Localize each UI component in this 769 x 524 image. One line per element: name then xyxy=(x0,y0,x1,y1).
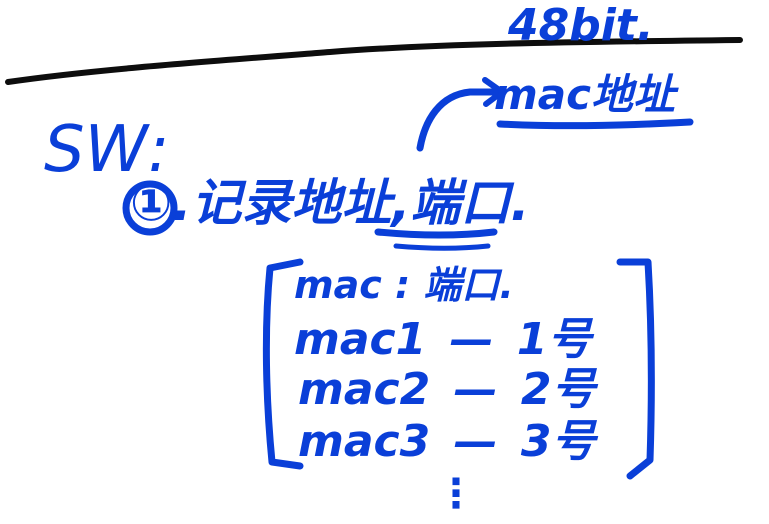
table-header: mac : 端口. xyxy=(294,263,514,307)
mac-value: mac3 xyxy=(298,416,431,467)
table-row: mac1 — 1号 xyxy=(294,318,592,362)
mac-address-underline xyxy=(496,118,694,130)
mac-address-label: mac地址 xyxy=(494,70,676,119)
continuation-dots: ⋮ xyxy=(436,471,476,517)
dash-separator: — xyxy=(453,416,498,467)
arrow-stroke xyxy=(416,88,504,152)
address-underline xyxy=(374,228,498,239)
divider-line xyxy=(5,37,743,85)
sw-label: SW: xyxy=(44,113,170,187)
arrow-head xyxy=(482,77,505,107)
port-value: 2号 xyxy=(520,364,596,415)
top-label: 48bit. xyxy=(508,0,654,51)
port-value: 1号 xyxy=(516,314,592,365)
port-value: 3号 xyxy=(520,416,596,467)
mac-value: mac2 xyxy=(298,364,431,415)
table-row: mac2 — 2号 xyxy=(298,368,596,412)
dash-separator: — xyxy=(449,314,494,365)
mac-value: mac1 xyxy=(294,314,427,365)
table-row: mac3 — 3号 xyxy=(298,420,596,464)
dash-separator: — xyxy=(453,364,498,415)
left-bracket xyxy=(262,258,304,470)
step-number-circle xyxy=(122,180,178,236)
step-one-text: ①.记录地址,端口. xyxy=(130,174,530,232)
right-bracket xyxy=(616,258,655,480)
address-underline-2 xyxy=(393,243,491,251)
